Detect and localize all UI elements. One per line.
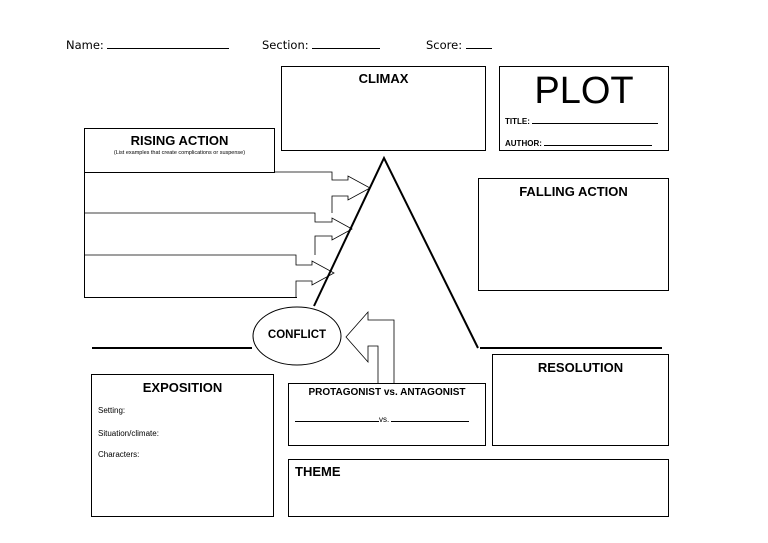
section-label: Section: xyxy=(262,38,309,52)
situation-label: Situation/climate: xyxy=(98,429,159,438)
author-field[interactable]: AUTHOR: xyxy=(505,137,653,148)
score-label: Score: xyxy=(426,38,463,52)
resolution-box[interactable]: RESOLUTION xyxy=(492,354,669,446)
protagonist-antagonist-box[interactable]: PROTAGONIST vs. ANTAGONIST vs. xyxy=(288,383,486,446)
protagonist-blank[interactable] xyxy=(295,413,379,422)
climax-title: CLIMAX xyxy=(358,71,409,86)
climax-box[interactable]: CLIMAX xyxy=(281,66,486,151)
title-blank[interactable] xyxy=(532,115,659,124)
protagonist-vs-field[interactable]: vs. xyxy=(295,413,470,424)
setting-label: Setting: xyxy=(98,406,126,415)
falling-action-box[interactable]: FALLING ACTION xyxy=(478,178,669,291)
name-blank[interactable] xyxy=(107,38,230,49)
rising-action-row-3[interactable] xyxy=(86,257,294,295)
section-blank[interactable] xyxy=(312,38,381,49)
theme-title: THEME xyxy=(295,464,341,479)
name-field[interactable]: Name: xyxy=(66,38,230,52)
rising-action-left-border xyxy=(84,172,85,298)
rising-action-bottom-border xyxy=(84,297,297,298)
exposition-box[interactable]: EXPOSITION Setting: Situation/climate: C… xyxy=(91,374,274,517)
score-field[interactable]: Score: xyxy=(426,38,492,52)
name-label: Name: xyxy=(66,38,104,52)
vs-label: vs. xyxy=(379,415,390,424)
score-blank[interactable] xyxy=(465,38,492,49)
arrow-conflict xyxy=(345,310,395,383)
plot-title: PLOT xyxy=(534,70,634,112)
rising-action-subtitle: (List examples that create complications… xyxy=(113,150,246,156)
plot-title-box[interactable]: PLOT TITLE: AUTHOR: xyxy=(499,66,669,151)
section-field[interactable]: Section: xyxy=(262,38,381,52)
arrow-rising-2 xyxy=(84,212,353,255)
falling-action-title: FALLING ACTION xyxy=(519,184,628,199)
conflict-label: CONFLICT xyxy=(267,329,327,341)
characters-label: Characters: xyxy=(98,450,140,459)
exposition-title: EXPOSITION xyxy=(142,380,223,395)
antagonist-blank[interactable] xyxy=(391,413,470,422)
protagonist-title: PROTAGONIST vs. ANTAGONIST xyxy=(308,387,466,398)
author-blank[interactable] xyxy=(544,137,653,146)
title-label: TITLE: xyxy=(505,117,530,126)
rising-action-header: RISING ACTION (List examples that create… xyxy=(84,128,275,173)
arrow-rising-3 xyxy=(84,254,335,297)
arrow-rising-1 xyxy=(84,171,371,213)
rising-action-row-1[interactable] xyxy=(86,174,330,211)
rising-action-title: RISING ACTION xyxy=(130,133,229,148)
resolution-title: RESOLUTION xyxy=(537,360,624,375)
author-label: AUTHOR: xyxy=(505,139,542,148)
title-field[interactable]: TITLE: xyxy=(505,115,659,126)
theme-box[interactable]: THEME xyxy=(288,459,669,517)
rising-action-row-2[interactable] xyxy=(86,215,313,253)
